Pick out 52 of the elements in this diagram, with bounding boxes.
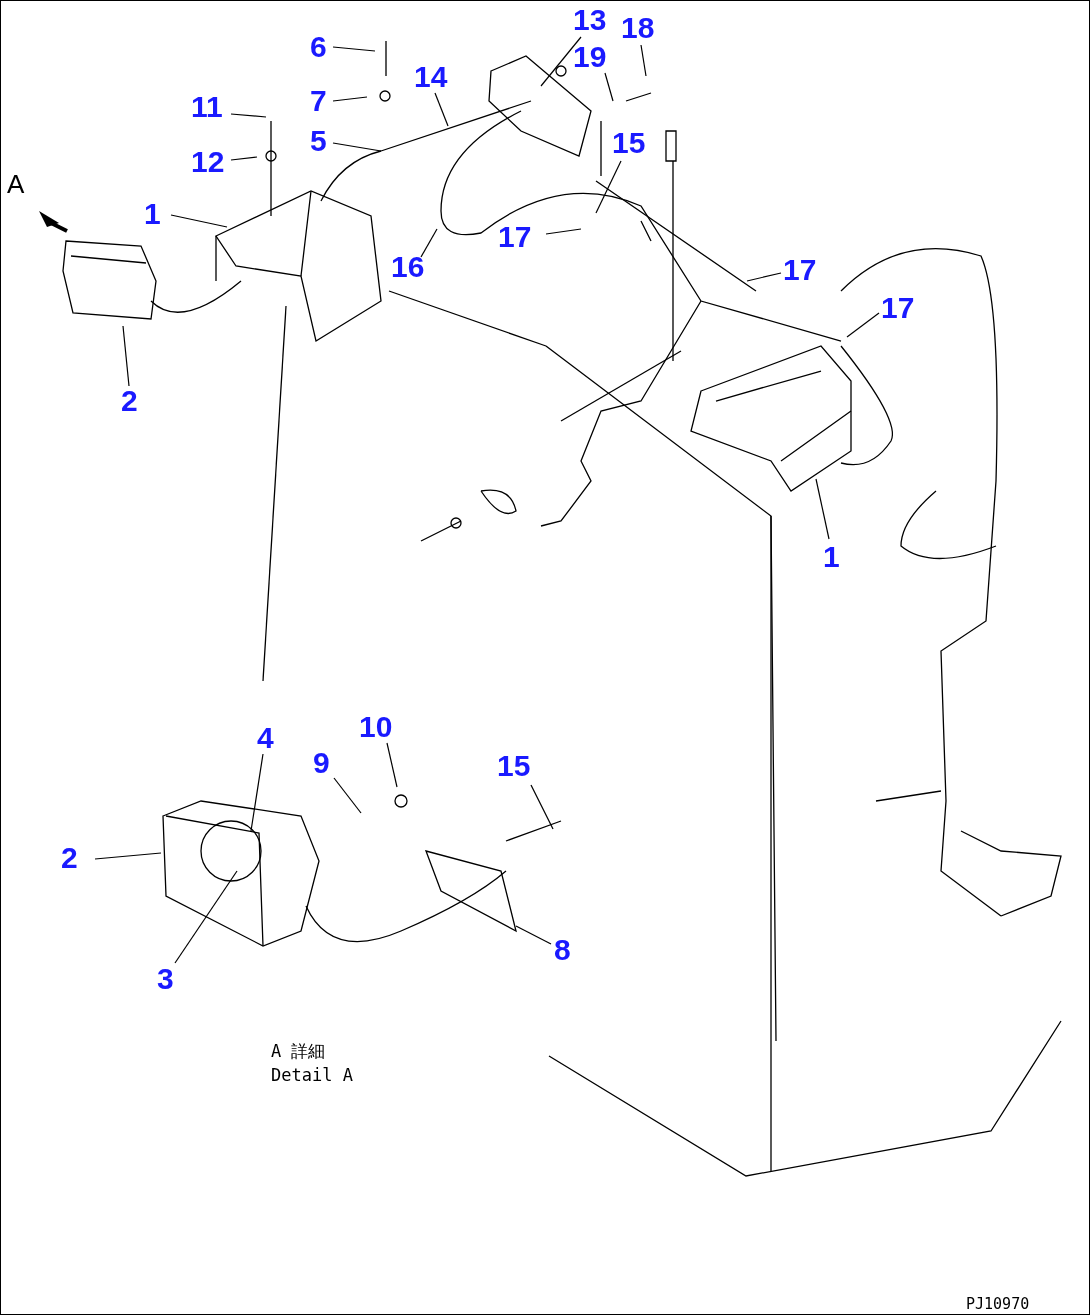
leader-line bbox=[332, 46, 376, 52]
leader-line bbox=[250, 753, 264, 832]
leader-line bbox=[815, 478, 830, 540]
leader-line bbox=[540, 36, 582, 87]
leader-line bbox=[333, 777, 362, 814]
callout-number: 17 bbox=[498, 222, 532, 252]
leader-line bbox=[230, 156, 258, 161]
callout-number: 7 bbox=[310, 86, 327, 116]
leader-line bbox=[94, 852, 162, 860]
leader-line bbox=[332, 142, 382, 152]
callout-number: 1 bbox=[144, 199, 161, 229]
leader-line bbox=[595, 160, 622, 214]
callout-number: 2 bbox=[121, 386, 138, 416]
callout-number: 19 bbox=[573, 42, 607, 72]
callout-number: 15 bbox=[497, 751, 531, 781]
leader-line bbox=[230, 113, 267, 118]
leader-line bbox=[530, 784, 554, 830]
leader-line bbox=[846, 312, 880, 338]
leader-line bbox=[386, 742, 398, 788]
callout-number: 6 bbox=[310, 32, 327, 62]
callout-number: 15 bbox=[612, 128, 646, 158]
callout-number: 14 bbox=[414, 62, 448, 92]
drawing-number: PJ10970 bbox=[966, 1294, 1030, 1314]
callout-number: 3 bbox=[157, 964, 174, 994]
leader-line bbox=[746, 272, 782, 282]
leader-line bbox=[604, 72, 614, 102]
callout-number: 16 bbox=[391, 252, 425, 282]
callout-number: 9 bbox=[313, 748, 330, 778]
callout-number: 1 bbox=[823, 542, 840, 572]
callout-number: 13 bbox=[573, 5, 607, 35]
callout-number: 17 bbox=[881, 293, 915, 323]
callout-number: 2 bbox=[61, 843, 78, 873]
leader-line bbox=[420, 228, 438, 258]
leader-line bbox=[174, 870, 238, 964]
callout-number: 5 bbox=[310, 126, 327, 156]
callout-number: 10 bbox=[359, 712, 393, 742]
callout-number: 17 bbox=[783, 255, 817, 285]
leader-line bbox=[332, 96, 368, 102]
leader-line bbox=[515, 925, 552, 945]
view-label: A bbox=[7, 169, 25, 199]
detail-title: Detail A bbox=[271, 1065, 353, 1085]
leader-line bbox=[545, 228, 582, 235]
leader-line bbox=[170, 214, 228, 228]
leader-line bbox=[122, 325, 130, 387]
callout-number: 11 bbox=[191, 92, 223, 122]
leader-line bbox=[640, 44, 647, 77]
callout-number: 18 bbox=[621, 13, 655, 43]
callout-number: 8 bbox=[554, 935, 571, 965]
callout-number: 4 bbox=[257, 723, 274, 753]
callout-number: 12 bbox=[191, 147, 225, 177]
leader-line bbox=[434, 92, 449, 127]
detail-title: A 詳細 bbox=[271, 1041, 326, 1061]
